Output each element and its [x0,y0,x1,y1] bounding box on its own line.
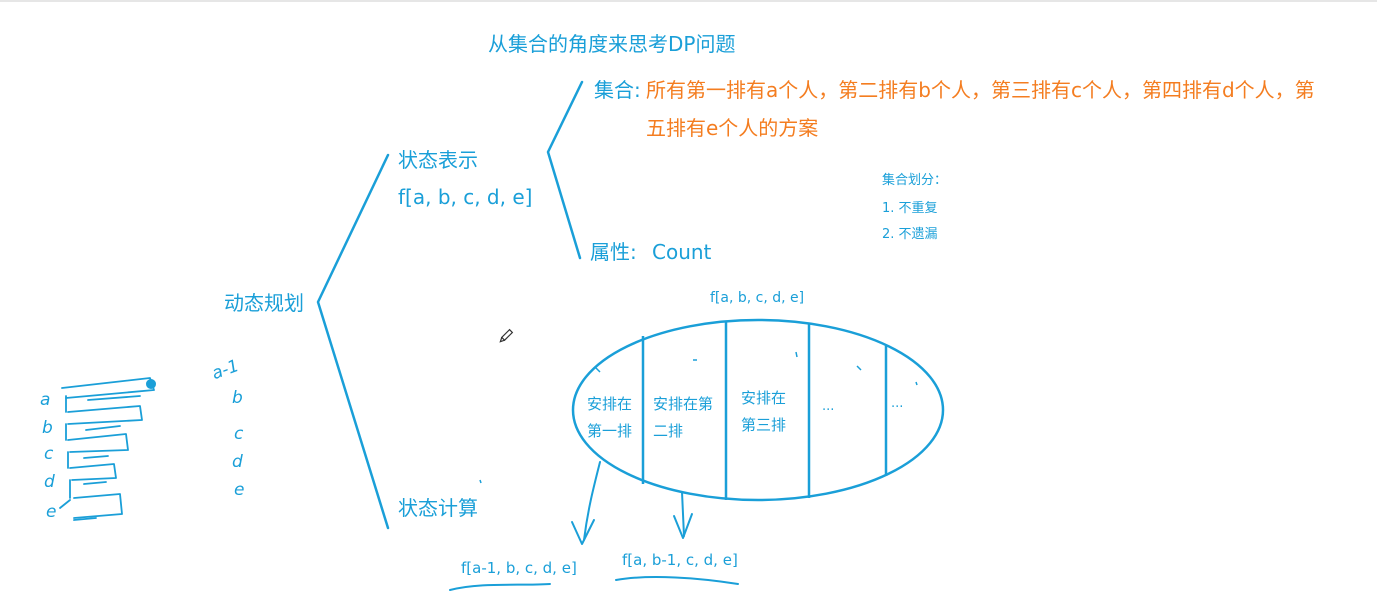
arrow-to-sub2-head [673,513,693,539]
cell-3-line1: 安排在 [741,389,787,407]
tick-mark [479,479,482,484]
subproblem-1: f[a-1, b, c, d, e] [461,559,577,577]
cell-2-line2: 二排 [653,422,684,440]
attr-label: 属性: [590,240,637,264]
cell-1-line1: 安排在 [587,395,633,413]
underline-sub2 [615,576,739,585]
sketch-left-letter-a: a [40,390,51,410]
partition-note-item2: 2. 不遗漏 [882,227,938,242]
diagram-title: 从集合的角度来思考DP问题 [488,32,736,56]
pencil-icon [499,328,514,343]
sketch-left-letter-b: b [42,418,53,438]
cell-1-line2: 第一排 [587,422,633,440]
state-repr-brace [546,80,584,260]
tick-mark [915,381,918,386]
partition-note-item1: 1. 不重复 [882,201,938,216]
sketch-right-letter-c: c [234,424,244,444]
sketch-right-letter-d: d [232,452,243,472]
seating-sketch [59,377,156,521]
set-description-line2: 五排有e个人的方案 [646,116,819,140]
root-brace [316,153,390,530]
cell-2-line1: 安排在第 [653,395,714,413]
sketch-left-letter-e: e [46,502,57,522]
ellipse-label: f[a, b, c, d, e] [710,290,805,306]
sketch-right-letter-e: e [234,480,245,500]
set-ellipse [571,318,945,502]
arrow-to-sub2 [681,491,685,537]
cell-4-ellipsis: ... [822,399,835,414]
sketch-left-letter-d: d [44,472,55,492]
set-label: 集合: [594,78,641,102]
cell-3-line2: 第三排 [741,416,787,434]
top-border [0,0,1377,2]
subproblem-2: f[a, b-1, c, d, e] [622,551,738,569]
root-node: 动态规划 [224,291,304,315]
state-repr-formula: f[a, b, c, d, e] [398,185,533,209]
underline-sub1 [449,583,551,591]
tick-mark [595,367,601,373]
arrow-to-sub1 [583,461,601,541]
cell-5-ellipsis: ... [891,396,904,411]
state-calc-label: 状态计算 [398,496,478,520]
sketch-right-letter-b: b [232,388,243,408]
sketch-left-letter-c: c [44,444,54,464]
set-description-line1: 所有第一排有a个人，第二排有b个人，第三排有c个人，第四排有d个人，第 [646,78,1315,102]
partition-note-title: 集合划分： [882,173,948,188]
arrow-to-sub1-head [571,519,595,545]
tick-mark [856,365,862,371]
tick-mark [795,351,798,358]
state-repr-label: 状态表示 [398,148,478,172]
attr-value: Count [652,240,712,264]
